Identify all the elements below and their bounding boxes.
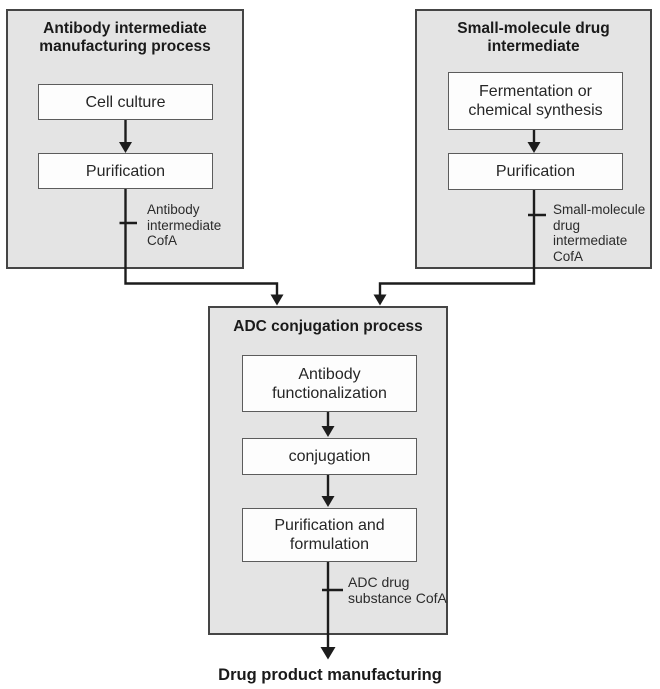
- step-fermentation-label: Fermentation or chemical synthesis: [468, 83, 603, 119]
- step-purification-antibody-label: Purification: [85, 162, 166, 180]
- antibody-cofa-label: Antibody intermediate CofA: [147, 202, 222, 248]
- drug-product-manufacturing-label: Drug product manufacturing: [218, 666, 442, 684]
- step-conjugation-label: conjugation: [288, 448, 371, 465]
- adc-cofa-label: ADC drug substance CofA: [348, 574, 447, 606]
- step-purification-formulation-label: Purification and formulation: [274, 517, 385, 553]
- step-cell-culture-label: Cell culture: [85, 93, 166, 111]
- step-purification-formulation: Purification and formulation: [242, 508, 417, 562]
- small-molecule-panel-title: Small-molecule drug intermediate: [457, 20, 610, 55]
- step-antibody-functionalization: Antibody functionalization: [242, 355, 417, 412]
- step-purification-antibody: Purification: [38, 153, 213, 189]
- adc-panel-title: ADC conjugation process: [233, 318, 423, 335]
- arrowhead-adc-to-drug-product-icon: [320, 647, 336, 660]
- step-conjugation: conjugation: [242, 438, 417, 475]
- step-purification-small-molecule-label: Purification: [495, 163, 576, 180]
- step-cell-culture: Cell culture: [38, 84, 213, 120]
- antibody-panel-title: Antibody intermediate manufacturing proc…: [39, 20, 211, 55]
- step-purification-small-molecule: Purification: [448, 153, 623, 190]
- small-molecule-cofa-label: Small-molecule drug intermediate CofA: [553, 202, 646, 264]
- arrowhead-smallmolecule-to-adc-icon: [373, 294, 387, 306]
- step-antibody-functionalization-label: Antibody functionalization: [272, 365, 387, 402]
- arrowhead-antibody-to-adc-icon: [270, 294, 284, 306]
- step-fermentation: Fermentation or chemical synthesis: [448, 72, 623, 130]
